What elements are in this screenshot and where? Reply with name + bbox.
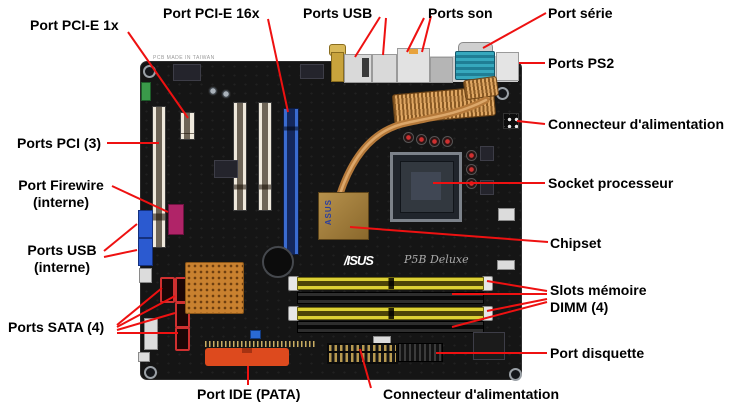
dimm-slot-4 [297, 321, 484, 333]
sata-port-4 [175, 327, 190, 351]
wifi-antenna-port [331, 52, 344, 82]
cpu-socket [390, 152, 462, 222]
pci-slot-3 [258, 102, 272, 211]
label-line-2: (interne) [33, 193, 89, 210]
label-ports-usb-interne: Ports USB (interne) [18, 242, 106, 276]
capacitor [416, 134, 427, 145]
sata-port-1 [160, 277, 175, 303]
usb-header-2 [138, 238, 153, 266]
capacitor [466, 164, 477, 175]
front-panel-header [144, 318, 158, 350]
fan-header [497, 260, 515, 270]
vrm-chip [480, 180, 494, 195]
label-port-pcie-16x: Port PCI-E 16x [163, 5, 260, 21]
capacitor [466, 178, 477, 189]
chipset-heatsink-label: ASUS [324, 199, 333, 226]
callout-line-usb-int-2 [103, 249, 138, 258]
label-connecteur-alimentation-cpu: Connecteur d'alimentation [548, 116, 725, 132]
pci-slot-2 [233, 102, 247, 211]
label-socket-processeur: Socket processeur [548, 175, 674, 191]
atx-power-connector [327, 343, 398, 364]
label-connecteur-alimentation-atx: Connecteur d'alimentation [383, 386, 560, 402]
chip [300, 64, 324, 79]
cmos-battery [262, 246, 294, 278]
label-port-disquette: Port disquette [550, 345, 645, 361]
capacitor [466, 150, 477, 161]
southbridge-heatsink [185, 262, 244, 314]
mounting-hole [144, 366, 157, 379]
label-line-1: Slots mémoire [550, 282, 647, 298]
usb-port-stack-2 [372, 54, 397, 83]
label-ports-son: Ports son [428, 5, 493, 21]
floppy-connector [398, 343, 443, 362]
socket-core [411, 172, 441, 200]
callout-line-usb-1 [354, 16, 381, 58]
pcie-1x-slot [180, 112, 195, 140]
bios-chip [473, 332, 505, 360]
capacitor [429, 136, 440, 147]
callout-line-usb-2 [382, 17, 387, 56]
dimm-slot-1 [297, 277, 484, 290]
label-line-2: DIMM (4) [550, 298, 609, 315]
label-line-2: (interne) [34, 258, 90, 275]
mounting-hole [509, 368, 522, 381]
asus-logo: /ISUS [344, 253, 374, 268]
small-header [138, 352, 150, 362]
vrm-chip [480, 146, 494, 161]
usb-header-1 [138, 210, 153, 238]
label-chipset: Chipset [550, 235, 602, 251]
label-line-1: Port Firewire [18, 177, 104, 193]
serial-port [455, 51, 495, 80]
label-ports-usb: Ports USB [303, 5, 373, 21]
label-line-1: Ports USB [27, 242, 97, 258]
audio-jack [409, 49, 418, 54]
label-port-pcie-1x: Port PCI-E 1x [30, 17, 119, 33]
label-port-ide: Port IDE (PATA) [197, 386, 301, 402]
label-slots-memoire: Slots mémoire DIMM (4) [550, 282, 646, 316]
jumper [250, 330, 261, 339]
lan-port-block [430, 57, 453, 83]
capacitor [221, 89, 231, 99]
ide-notch [242, 348, 252, 353]
pcie-16x-slot [283, 108, 299, 255]
dimm-slot-3 [297, 307, 484, 320]
dimm-slot-2 [297, 292, 484, 304]
ide-connector [205, 348, 289, 366]
capacitor [442, 136, 453, 147]
label-ports-sata: Ports SATA (4) [8, 319, 105, 335]
model-name: P5B Deluxe [404, 253, 469, 266]
capacitor [208, 86, 218, 96]
mounting-hole [143, 65, 156, 78]
atx-divider [329, 351, 396, 353]
edge-connector [141, 82, 151, 101]
capacitor [403, 132, 414, 143]
label-ports-pci: Ports PCI (3) [17, 135, 102, 151]
silkscreen-text: PCB MADE IN TAIWAN [153, 55, 215, 61]
firewire-header [168, 204, 184, 235]
label-port-serie: Port série [548, 5, 613, 21]
chipset-heatsink: ASUS [318, 192, 369, 240]
usb-port-slot [362, 58, 369, 77]
power-led-header [139, 268, 152, 283]
chip [173, 64, 201, 81]
label-port-firewire: Port Firewire (interne) [10, 177, 112, 211]
callout-line-son-1 [406, 17, 425, 53]
cpu-power-connector [503, 113, 519, 129]
ide-pin-header [205, 341, 315, 347]
pci-slot-1 [152, 106, 166, 248]
fan-header [498, 208, 515, 221]
chip [214, 160, 238, 178]
ps2-port-block [496, 52, 519, 81]
label-ports-ps2: Ports PS2 [548, 55, 615, 71]
callout-line-usb-int-1 [103, 223, 138, 252]
